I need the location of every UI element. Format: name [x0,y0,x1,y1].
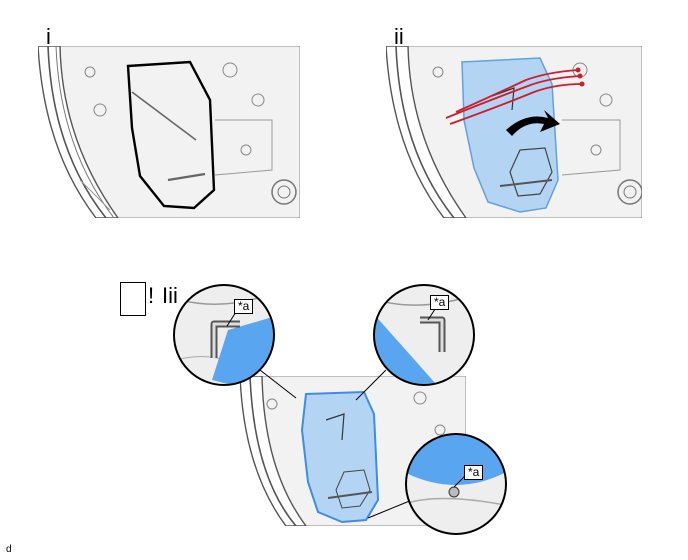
sealed-sheet [300,390,380,524]
arrow-icon [506,110,560,136]
footer-code: d [6,544,12,555]
cable-icon [445,67,585,125]
caution-mark: ! [148,283,155,308]
zoom-circle-2 [373,284,475,386]
step-label-iii: Iii [162,283,178,308]
caution-box [120,282,146,316]
callout-a-1: *a [234,299,254,314]
leader-lines [259,369,413,519]
callout-a-2: *a [430,295,450,310]
watertight-sheet [461,57,559,213]
door-panel-ii [386,46,642,218]
hole-icon [448,486,460,498]
callout-a-3: *a [464,465,484,480]
service-hole-outline [126,60,216,210]
step-label-i: i [46,24,51,49]
step-label-ii: ii [394,24,404,49]
door-panel-i [38,46,300,218]
